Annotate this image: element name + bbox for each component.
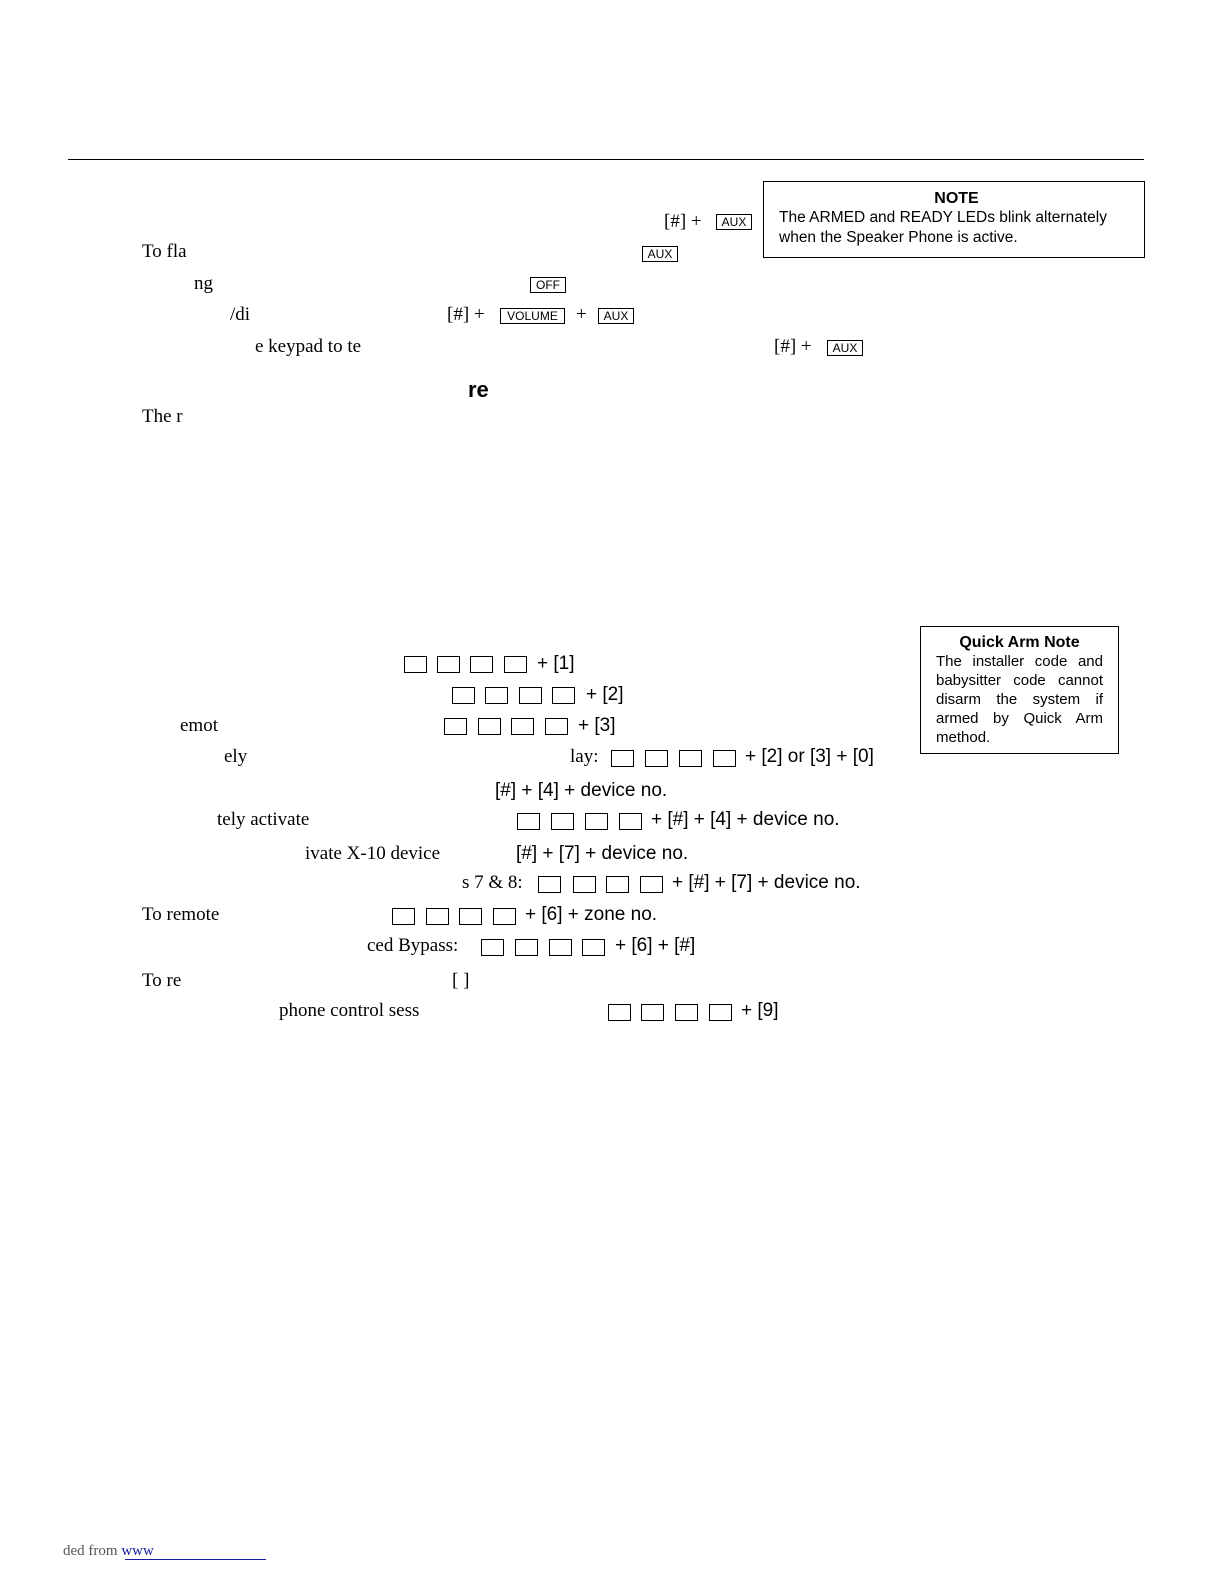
aux-key: AUX bbox=[827, 340, 863, 356]
q9-text: To remote bbox=[142, 904, 220, 925]
header-rule bbox=[68, 159, 1144, 160]
code-digit-box bbox=[426, 908, 449, 925]
code-digit-box bbox=[709, 1004, 732, 1021]
q11-command: [ ] bbox=[452, 970, 470, 991]
code-digit-box bbox=[645, 750, 668, 767]
q9-command: + [6] + zone no. bbox=[525, 904, 658, 925]
q10-command: + [6] + [#] bbox=[615, 935, 696, 956]
code-digit-box bbox=[679, 750, 702, 767]
q12-text: phone control sess bbox=[279, 1000, 420, 1021]
footer: ded from www bbox=[63, 1543, 154, 1560]
code-digit-box bbox=[538, 876, 561, 893]
note-title: NOTE bbox=[934, 190, 979, 207]
line6-text: The r bbox=[142, 406, 183, 427]
section-heading: re bbox=[468, 377, 489, 402]
quick-arm-note-text: The installer code and babysitter code c… bbox=[936, 653, 1103, 746]
q3-text: emot bbox=[180, 715, 218, 736]
code-digit-box bbox=[519, 687, 542, 704]
q4-text: ely bbox=[224, 746, 248, 767]
q10-text: ced Bypass: bbox=[367, 935, 459, 956]
q8-text: s 7 & 8: bbox=[462, 872, 523, 893]
quick-arm-note-box: Quick Arm Note The installer code and ba… bbox=[920, 626, 1119, 754]
code-digit-box bbox=[551, 813, 574, 830]
q6-command: + [#] + [4] + device no. bbox=[651, 809, 840, 830]
off-key: OFF bbox=[530, 277, 566, 293]
code-digit-box bbox=[619, 813, 642, 830]
code-digit-box bbox=[641, 1004, 664, 1021]
q1-command: + [1] bbox=[537, 653, 575, 674]
q6-text: tely activate bbox=[217, 809, 310, 830]
line4-text: /di bbox=[230, 304, 251, 325]
code-digit-box bbox=[545, 718, 568, 735]
line5-command: [#] + bbox=[774, 336, 812, 357]
code-digit-box bbox=[481, 939, 504, 956]
line5-text: e keypad to te bbox=[255, 336, 362, 357]
aux-key: AUX bbox=[716, 214, 752, 230]
code-digit-box bbox=[713, 750, 736, 767]
note-text-line1: The ARMED and READY LEDs blink alternate… bbox=[779, 209, 1107, 226]
q3-command: + [3] bbox=[578, 715, 616, 736]
code-digit-box bbox=[582, 939, 605, 956]
line3-text: ng bbox=[194, 273, 213, 294]
q7-command: [#] + [7] + device no. bbox=[516, 843, 689, 864]
code-digit-box bbox=[675, 1004, 698, 1021]
code-digit-box bbox=[493, 908, 516, 925]
code-digit-box bbox=[549, 939, 572, 956]
q12-command: + [9] bbox=[741, 1000, 779, 1021]
code-digit-box bbox=[459, 908, 482, 925]
code-digit-box bbox=[640, 876, 663, 893]
code-digit-box bbox=[404, 656, 427, 673]
q5-command: [#] + [4] + device no. bbox=[495, 780, 668, 801]
code-digit-box bbox=[504, 656, 527, 673]
code-digit-box bbox=[573, 876, 596, 893]
code-digit-box bbox=[452, 687, 475, 704]
q4-command: + [2] or [3] + [0] bbox=[745, 746, 874, 767]
note-box: NOTE The ARMED and READY LEDs blink alte… bbox=[763, 181, 1145, 258]
code-digit-box bbox=[470, 656, 493, 673]
q11-text: To re bbox=[142, 970, 182, 991]
footer-prefix: ded from bbox=[63, 1543, 118, 1559]
volume-key: VOLUME bbox=[500, 308, 565, 324]
code-digit-box bbox=[608, 1004, 631, 1021]
line4-command: [#] + bbox=[447, 304, 485, 325]
code-digit-box bbox=[392, 908, 415, 925]
footer-link[interactable]: www bbox=[121, 1543, 154, 1559]
aux-key: AUX bbox=[642, 246, 678, 262]
q4-mid-text: lay: bbox=[570, 746, 599, 767]
code-digit-box bbox=[511, 718, 534, 735]
code-digit-box bbox=[517, 813, 540, 830]
code-digit-box bbox=[515, 939, 538, 956]
footer-link-underline bbox=[125, 1559, 266, 1560]
code-digit-box bbox=[478, 718, 501, 735]
aux-key: AUX bbox=[598, 308, 634, 324]
code-digit-box bbox=[485, 687, 508, 704]
code-digit-box bbox=[606, 876, 629, 893]
q7-text: ivate X-10 device bbox=[305, 843, 441, 864]
line1-command: [#] + bbox=[664, 211, 702, 232]
q8-command: + [#] + [7] + device no. bbox=[672, 872, 861, 893]
q2-command: + [2] bbox=[586, 684, 624, 705]
note-text-line2: when the Speaker Phone is active. bbox=[779, 229, 1018, 246]
line2-text: To fla bbox=[142, 241, 187, 262]
code-digit-box bbox=[552, 687, 575, 704]
line4-plus: + bbox=[576, 304, 587, 325]
code-digit-box bbox=[611, 750, 634, 767]
code-digit-box bbox=[585, 813, 608, 830]
quick-arm-note-title: Quick Arm Note bbox=[959, 634, 1080, 651]
code-digit-box bbox=[437, 656, 460, 673]
code-digit-box bbox=[444, 718, 467, 735]
